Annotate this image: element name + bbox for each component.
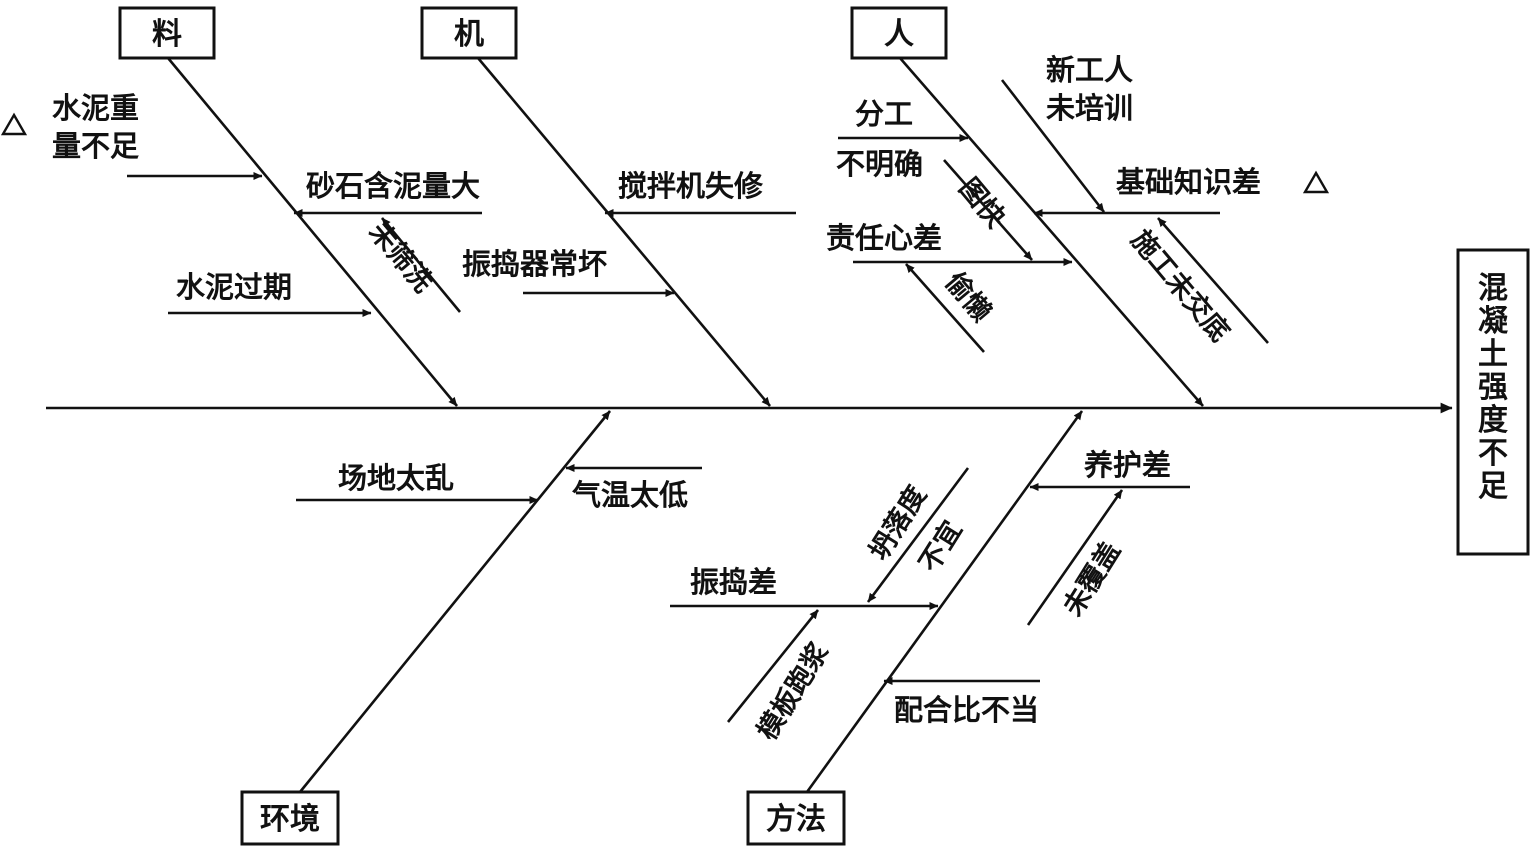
- effect-char: 不: [1478, 436, 1508, 471]
- effect-char: 混: [1478, 271, 1508, 306]
- category-machine: 机: [420, 6, 518, 60]
- bone-machine: [477, 57, 771, 407]
- cause-responsibility: 责任心差: [826, 221, 942, 255]
- arrow-hurry: [943, 159, 1033, 261]
- cause-formwork-leak: 模板跑浆: [751, 636, 836, 745]
- arrow-slump: [866, 467, 970, 603]
- cause-sand-mud: 砂石含泥量大: [306, 169, 480, 203]
- effect-char: 度: [1478, 403, 1508, 438]
- effect-char: 强: [1478, 370, 1508, 405]
- category-material-label: 料: [152, 17, 182, 52]
- marker-triangle-cement: [0, 112, 28, 136]
- effect-char: 土: [1478, 337, 1508, 372]
- cause-cement-expired: 水泥过期: [176, 270, 292, 304]
- effect-char: 凝: [1478, 304, 1509, 339]
- bone-man: [899, 57, 1204, 407]
- effect-char: 足: [1478, 469, 1508, 504]
- cause-division-line2: 不明确: [836, 147, 923, 181]
- category-method: 方法: [746, 790, 846, 846]
- arrow-formwork-leak: [726, 609, 820, 723]
- cause-mix-ratio: 配合比不当: [894, 693, 1039, 727]
- arrow-not-covered: [1026, 489, 1124, 626]
- category-material: 料: [118, 6, 216, 60]
- cause-basic-knowledge: 基础知识差: [1116, 165, 1261, 199]
- cause-division-line1: 分工: [855, 97, 913, 131]
- cause-slump-line2: 不宜: [913, 515, 969, 578]
- cause-vibrator-broken: 振捣器常坏: [462, 247, 607, 281]
- category-man-label: 人: [884, 17, 914, 52]
- cause-temperature-low: 气温太低: [571, 478, 688, 512]
- arrow-lazy: [905, 263, 985, 353]
- effect-text: 混凝土强度不足: [1478, 271, 1509, 504]
- cause-cement-insufficient-line1: 水泥重: [52, 91, 139, 125]
- cause-not-washed: 未筛洗: [363, 216, 440, 299]
- cause-curing-poor: 养护差: [1084, 448, 1171, 482]
- bone-material: [166, 57, 459, 407]
- effect-box: [1456, 248, 1530, 556]
- arrow-no-briefing: [1157, 217, 1269, 344]
- marker-triangle-basic-knowledge: [1302, 170, 1330, 194]
- bone-method: [805, 410, 1084, 793]
- cause-vibration-poor: 振捣差: [690, 565, 777, 599]
- category-method-label: 方法: [766, 802, 826, 837]
- category-machine-label: 机: [454, 17, 484, 52]
- arrow-new-workers: [1000, 79, 1106, 213]
- cause-not-covered: 未覆盖: [1058, 537, 1127, 622]
- cause-mixer-repair: 搅拌机失修: [618, 169, 764, 203]
- cause-new-workers-line1: 新工人: [1046, 53, 1133, 87]
- cause-new-workers-line2: 未培训: [1046, 91, 1133, 125]
- category-man: 人: [850, 6, 948, 60]
- bone-environment: [298, 410, 612, 793]
- cause-site-messy: 场地太乱: [338, 461, 454, 495]
- arrow-not-washed: [380, 217, 462, 313]
- category-environment: 环境: [240, 790, 340, 846]
- cause-cement-insufficient-line2: 量不足: [52, 129, 139, 163]
- category-environment-label: 环境: [260, 802, 320, 837]
- cause-lazy: 偷懒: [939, 266, 998, 328]
